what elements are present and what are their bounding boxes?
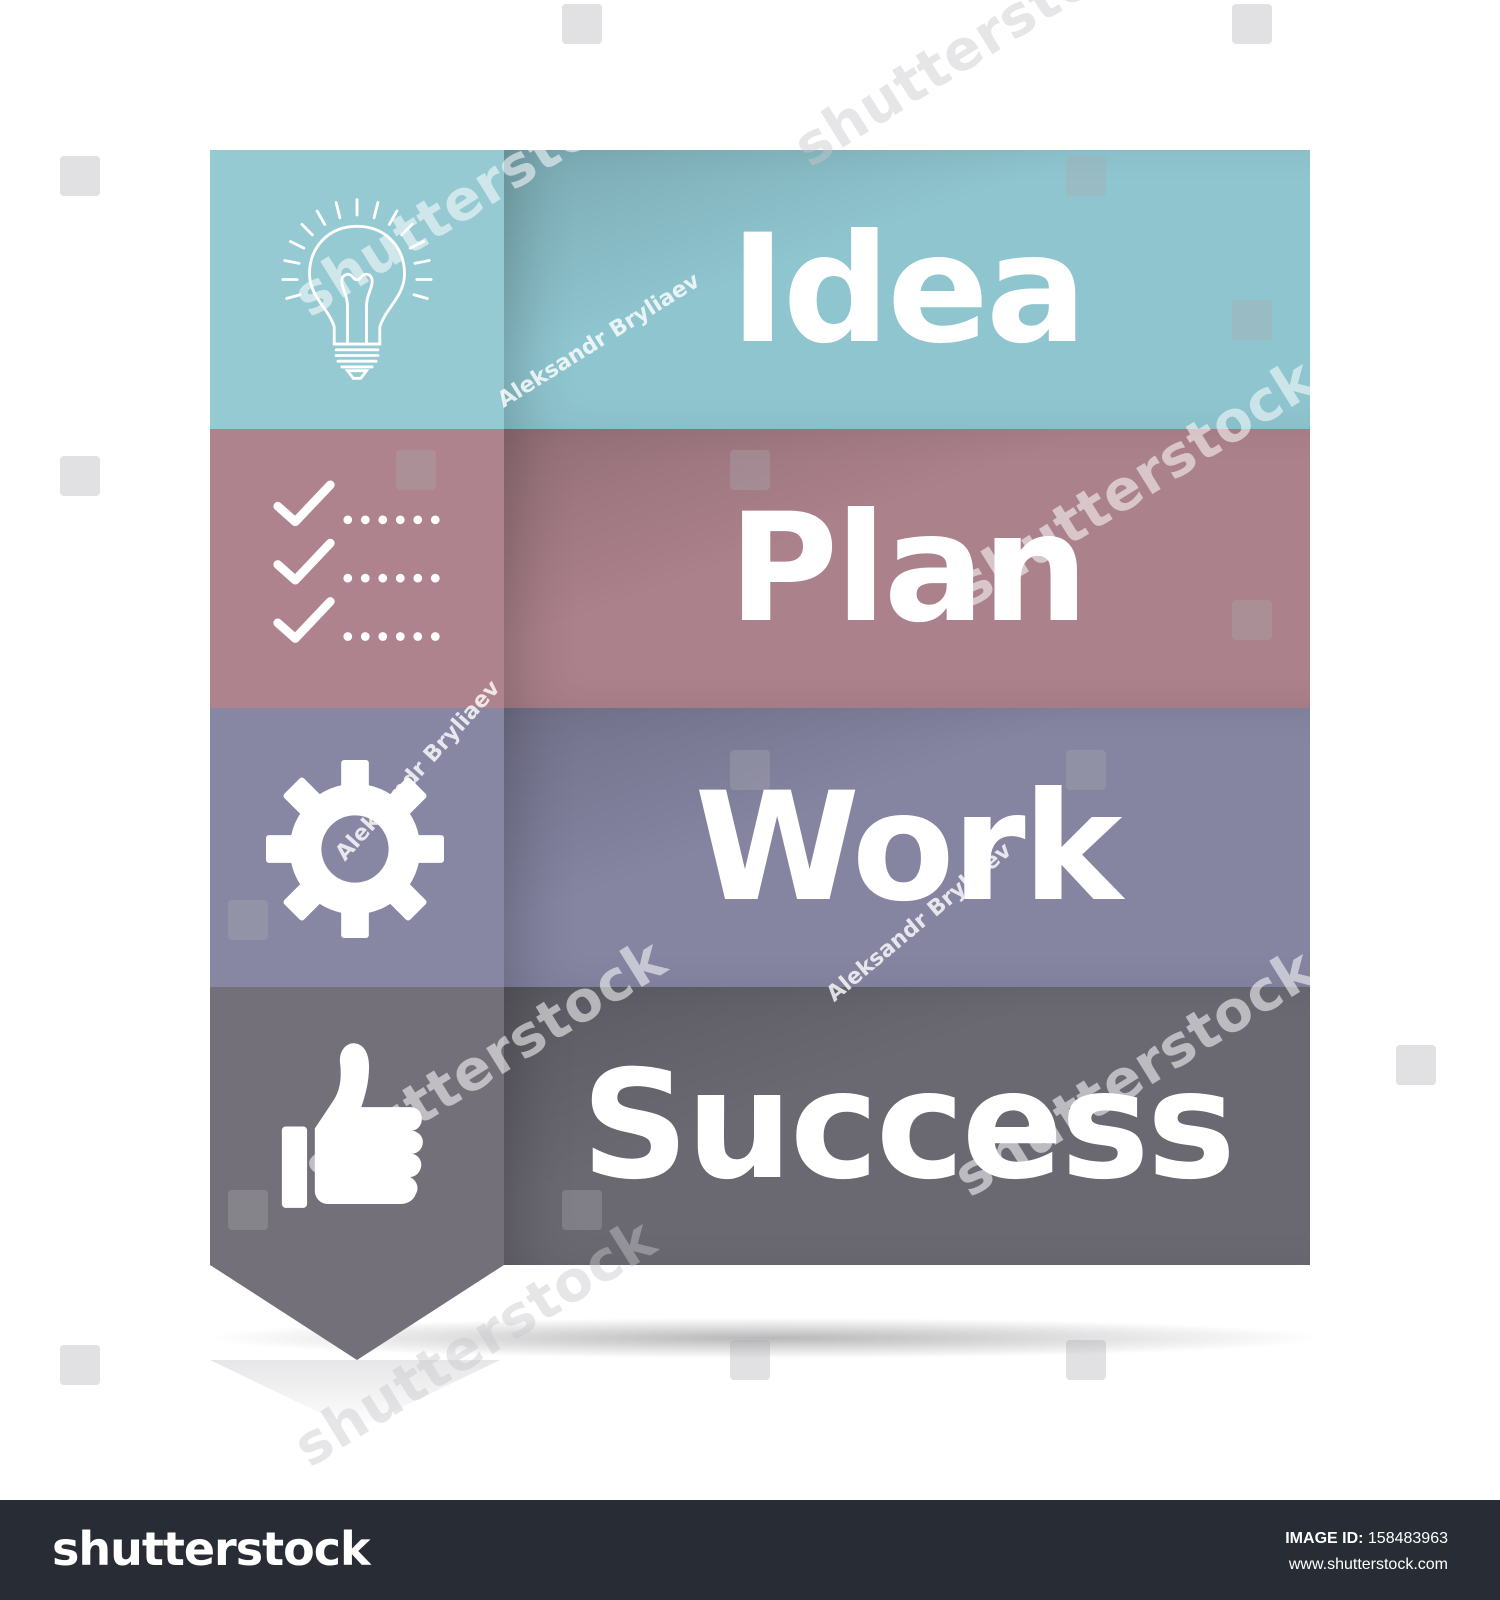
footer-image-id-label: IMAGE ID: (1285, 1530, 1364, 1547)
fold-shade (504, 987, 1310, 1265)
step-work-label: Work (694, 760, 1123, 935)
stock-footer: shutterstock IMAGE ID: 158483963 www.shu… (0, 1500, 1500, 1600)
footer-image-info: IMAGE ID: 158483963 www.shutterstock.com (1285, 1530, 1448, 1582)
step-success-label-cell: Success (504, 987, 1310, 1265)
step-success-icon-cell (210, 987, 504, 1265)
watermark-badge-icon (1396, 1045, 1436, 1085)
footer-image-id: 158483963 (1367, 1530, 1448, 1547)
watermark-badge-icon (1232, 4, 1272, 44)
step-plan-icon-cell (210, 429, 504, 708)
watermark-badge-icon (562, 4, 602, 44)
step-idea: Idea (210, 150, 1310, 432)
watermark-badge-icon (60, 156, 100, 196)
step-work: Work (210, 708, 1310, 990)
fold-shade (504, 150, 1310, 429)
arrow-reflection (210, 1360, 500, 1430)
step-work-icon-cell (210, 708, 504, 987)
checklist-icon (273, 480, 440, 643)
step-plan-label: Plan (728, 481, 1088, 656)
step-work-label-cell: Work (504, 708, 1310, 987)
watermark-badge-icon (60, 456, 100, 496)
step-idea-label: Idea (729, 202, 1087, 377)
step-idea-icon-cell (210, 150, 504, 429)
step-success-label: Success (581, 1039, 1236, 1213)
step-idea-label-cell: Idea (504, 150, 1310, 429)
gear-icon (266, 760, 444, 938)
watermark-badge-icon (60, 1345, 100, 1385)
infographic-canvas: Idea Plan (60, 0, 1436, 1481)
footer-url: www.shutterstock.com (1288, 1556, 1448, 1573)
step-plan-label-cell: Plan (504, 429, 1310, 708)
thumbs-up-icon (281, 1043, 423, 1208)
fold-shade (504, 429, 1310, 708)
footer-logo: shutterstock (52, 1522, 371, 1576)
fold-shade (504, 708, 1310, 987)
step-plan: Plan (210, 429, 1310, 711)
step-success: Success (210, 987, 1310, 1265)
lightbulb-icon (281, 198, 433, 380)
footer-image-id-row: IMAGE ID: 158483963 (1285, 1530, 1448, 1548)
